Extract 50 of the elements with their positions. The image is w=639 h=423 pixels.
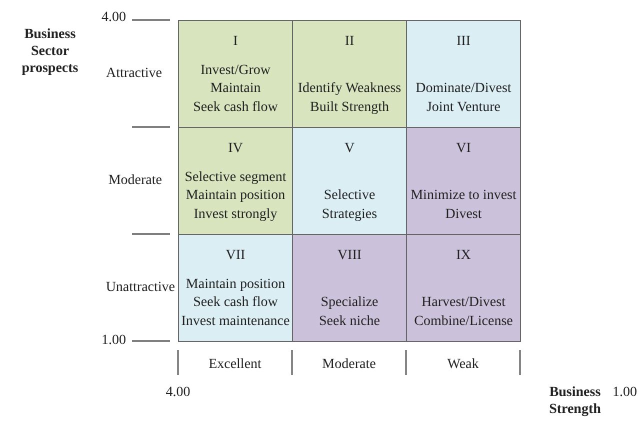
strategy-text: Selective [322,187,376,205]
strategy-text: Seek cash flow [193,98,278,116]
strategy-text: Invest/Grow [199,62,272,80]
matrix-cell [292,127,407,235]
strategy-text: Selective segment [184,168,286,186]
matrix-cell [178,234,293,342]
cell-number: VI [456,140,471,158]
matrix-cell [178,127,293,235]
cell-number: VII [226,247,246,265]
axis-label: 1.00 [102,332,126,349]
cell-number: V [344,140,355,158]
strategy-text: Dominate/Divest [416,80,512,98]
strategy-text: Maintain position [184,187,286,205]
strategy-text: Specialize [320,294,380,312]
strategy-text: Seek cash flow [192,294,279,312]
strategy-text: Combine/License [414,312,513,330]
strategy-text: Identify Weakness [298,80,402,98]
strategy-text: Maintain [209,80,262,98]
axis-label: Attractive [106,64,162,82]
axis-label: 4.00 [102,9,126,26]
cell-number: IV [228,140,243,158]
axis-label: Moderate [322,356,376,373]
strategy-text: Strategies [322,206,378,224]
strategy-text: Joint Venture [425,98,502,116]
cell-number: VIII [337,247,362,265]
strategy-text: Harvest/Divest [420,294,506,312]
strategy-text: Invest maintenance [181,312,290,330]
strategy-text: Invest strongly [192,206,278,224]
axis-label: Unattractive [106,278,175,296]
matrix-cell [292,20,407,128]
cell-number: IX [456,247,471,265]
strategy-text: Divest [444,206,483,224]
matrix-cell [406,20,521,128]
matrix-cell [178,20,293,128]
strategy-text: Minimize to invest [410,187,516,205]
axis-label: 1.00 [612,384,637,401]
axis-label: 4.00 [166,384,190,401]
matrix-cell [292,234,407,342]
matrix-cell [406,127,521,235]
cell-number: I [233,33,238,51]
cell-number: II [344,33,354,51]
strategy-text: Seek niche [318,312,380,330]
axis-label: Excellent [208,356,262,373]
strategy-text: Built Strength [309,98,390,116]
axis-title: Business Sector prospects [20,26,80,77]
matrix-cell [406,234,521,342]
axis-label: Moderate [108,172,162,188]
axis-label: Weak [447,356,479,373]
cell-number: III [456,33,470,51]
strategy-text: Maintain position [184,276,286,294]
